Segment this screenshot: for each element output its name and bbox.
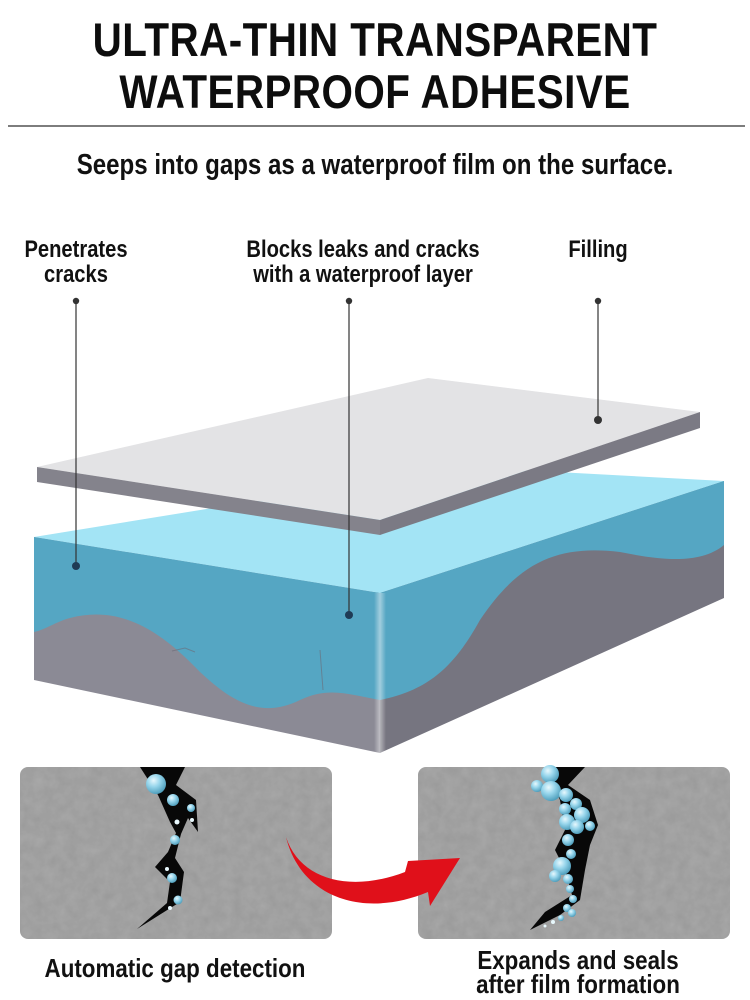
- callout-filling: Filling: [548, 237, 649, 262]
- subtitle: Seeps into gaps as a waterproof film on …: [76, 149, 674, 181]
- callout-line: Filling: [568, 236, 628, 263]
- caption-expands-and-seals: Expands and seals after film formation: [432, 945, 724, 999]
- callout-line: cracks: [44, 261, 108, 288]
- title-line-2: WATERPROOF ADHESIVE: [119, 65, 631, 118]
- callout-penetrates-cracks: Penetrates cracks: [0, 237, 151, 287]
- leader-line-penetrates: [72, 297, 80, 570]
- leader-line-filling: [594, 297, 602, 424]
- caption-line: after film formation: [476, 969, 680, 999]
- leader-line-blocks: [345, 297, 353, 619]
- title-divider: [8, 125, 745, 127]
- callout-line: Blocks leaks and cracks: [246, 236, 480, 263]
- page-title: ULTRA-THIN TRANSPARENT WATERPROOF ADHESI…: [53, 14, 698, 118]
- water-droplets: [146, 774, 195, 910]
- caption-line: Expands and seals: [477, 945, 679, 975]
- caption-automatic-gap-detection: Automatic gap detection: [29, 953, 321, 983]
- callout-line: Penetrates: [24, 236, 128, 263]
- caption-line: Automatic gap detection: [44, 953, 306, 983]
- red-arrow-icon: [286, 837, 460, 906]
- after-panel: [418, 765, 730, 939]
- crack-shape: [137, 767, 198, 929]
- sealant-bubbles: [531, 765, 595, 928]
- filling-sheet: [37, 378, 700, 535]
- title-line-1: ULTRA-THIN TRANSPARENT: [92, 13, 658, 66]
- callout-blocks-leaks: Blocks leaks and cracks with a waterproo…: [237, 237, 489, 287]
- before-panel: [20, 767, 332, 939]
- callout-line: with a waterproof layer: [253, 261, 473, 288]
